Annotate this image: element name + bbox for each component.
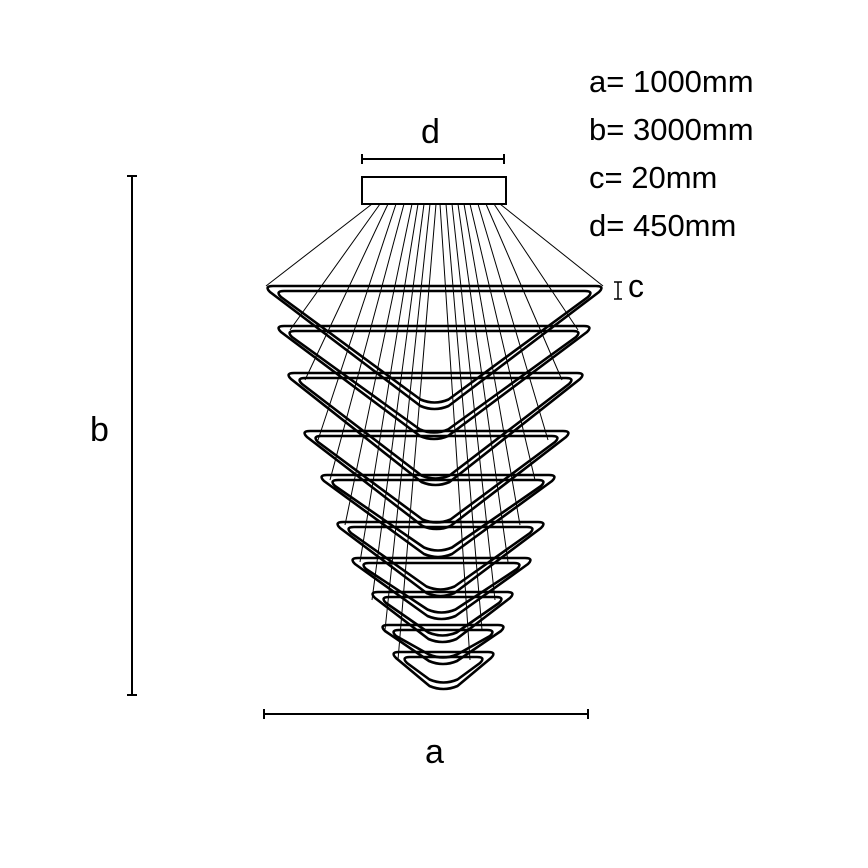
dimensions-legend: a= 1000mm b= 3000mm c= 20mm d= 450mm: [589, 58, 754, 250]
suspension-wire: [265, 203, 373, 287]
ring-outer: [287, 371, 584, 487]
legend-item-a: a= 1000mm: [589, 64, 754, 99]
ring-outer: [266, 284, 603, 411]
ceiling-canopy: [361, 176, 507, 205]
ring-inner: [331, 478, 545, 552]
suspension-wire: [493, 203, 579, 331]
ring-outer: [351, 556, 532, 621]
suspension-wire: [289, 203, 381, 331]
suspension-wire: [371, 203, 425, 601]
suspension-wire: [344, 203, 413, 526]
suspension-wire: [463, 203, 521, 526]
suspension-wire: [451, 203, 496, 601]
dimension-label-a: a: [425, 733, 444, 771]
ring-inner: [382, 595, 503, 637]
suspension-wire: [329, 203, 405, 481]
ring-inner: [288, 329, 580, 434]
triangular-rings: [266, 284, 603, 691]
ring-inner: [298, 376, 573, 480]
dimension-label-c: c: [628, 268, 644, 304]
ring-outer: [303, 429, 570, 531]
ring-outer: [371, 590, 514, 644]
dimension-label-d: d: [421, 113, 440, 151]
suspension-wire: [469, 203, 536, 481]
suspension-wire: [317, 203, 397, 441]
ring-outer: [381, 623, 505, 666]
ring-inner: [392, 628, 494, 659]
ring-inner: [403, 655, 484, 684]
dimension-label-b: b: [90, 411, 109, 449]
dimension-line-a: [263, 709, 589, 719]
legend-item-c: c= 20mm: [589, 160, 718, 195]
suspension-wire: [477, 203, 549, 441]
dimension-marker-c: [614, 281, 622, 300]
legend-item-b: b= 3000mm: [589, 112, 754, 147]
ring-inner: [362, 561, 521, 614]
ring-outer: [392, 650, 495, 691]
dimension-line-b: [127, 175, 137, 696]
suspension-wire: [457, 203, 509, 563]
suspension-wire: [499, 203, 604, 287]
dimension-line-d: [361, 154, 505, 164]
ring-inner: [347, 525, 534, 591]
ring-outer: [277, 324, 591, 441]
legend-item-d: d= 450mm: [589, 208, 737, 243]
ring-inner: [277, 289, 592, 404]
